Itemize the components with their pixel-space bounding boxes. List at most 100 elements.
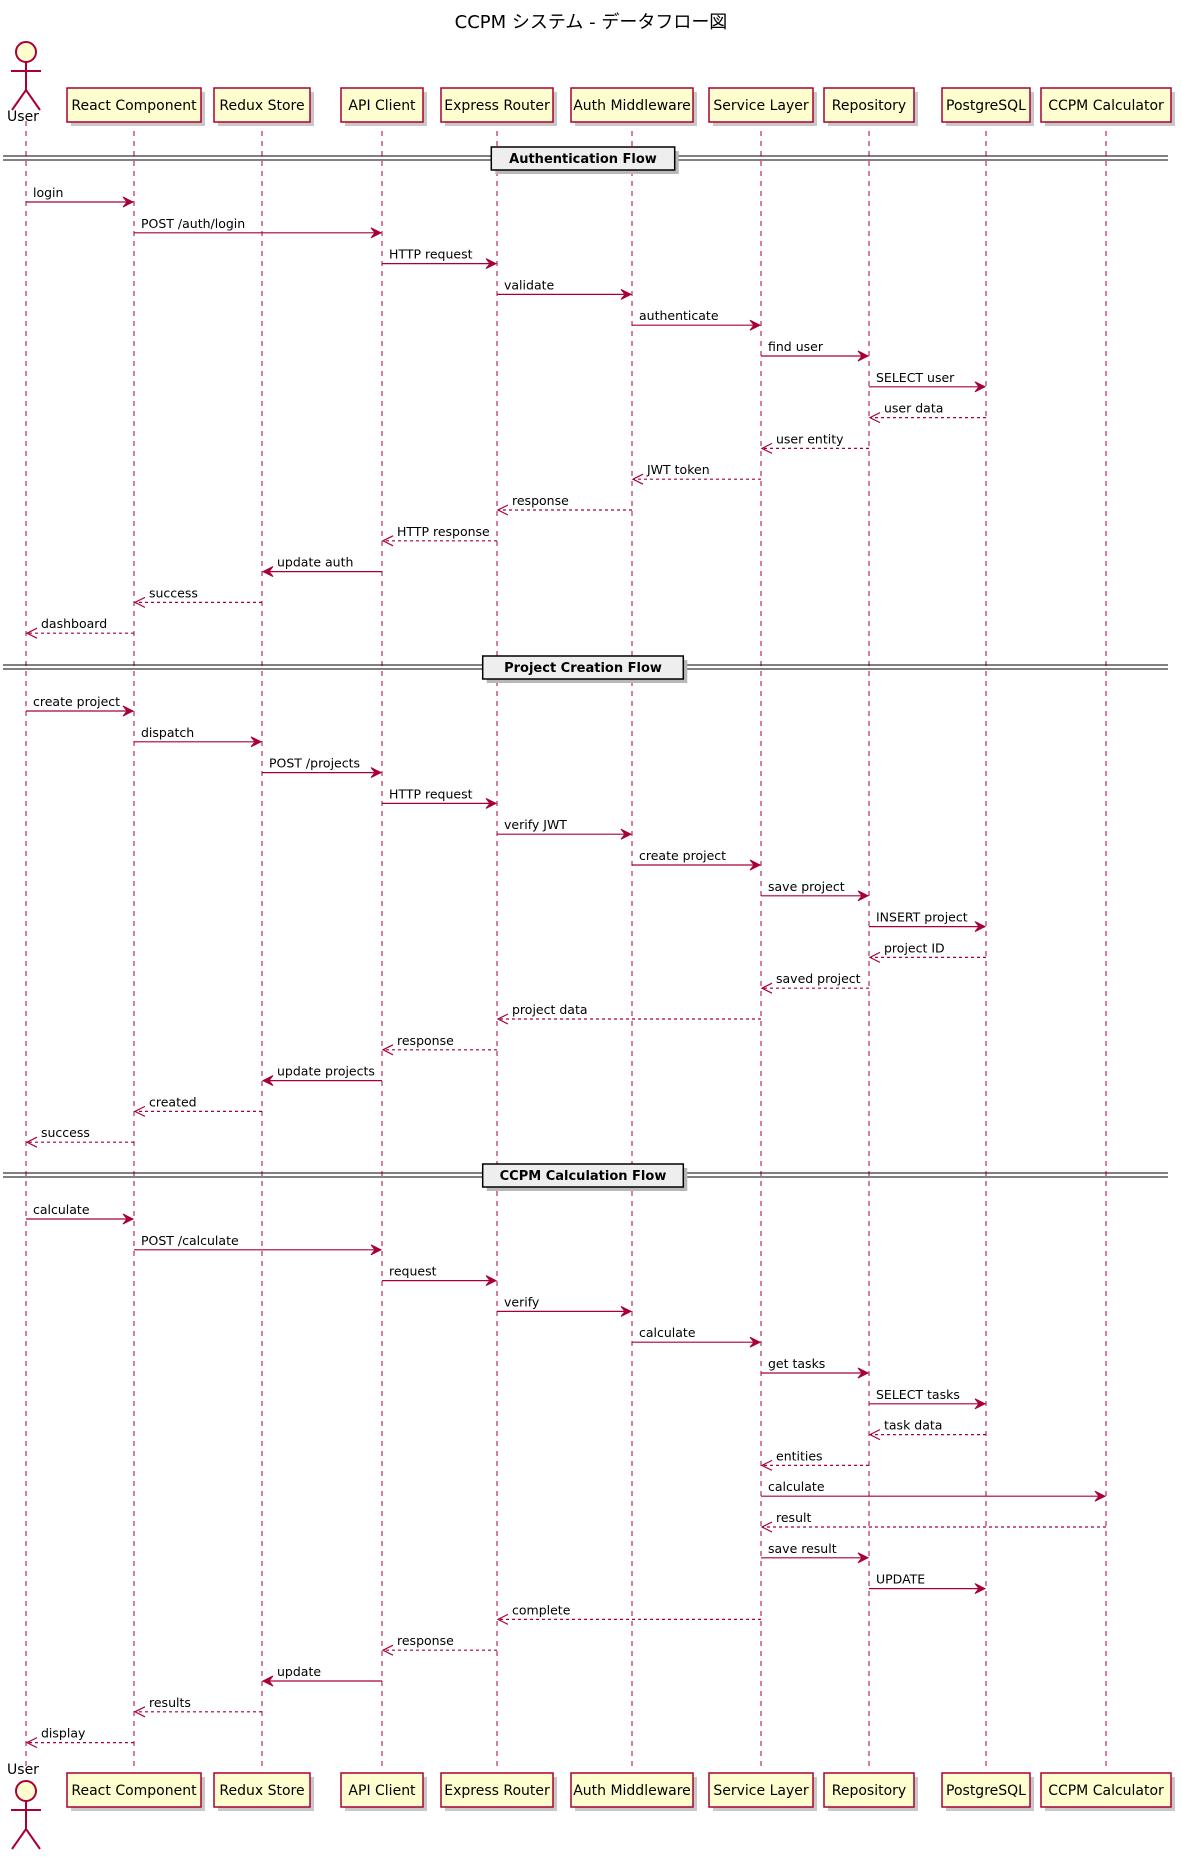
message-arrow: INSERT project [869, 910, 987, 933]
message-label: calculate [639, 1325, 696, 1340]
message-label: complete [512, 1602, 571, 1617]
message-arrow: dispatch [134, 725, 263, 748]
person-icon [11, 41, 41, 111]
participant-router-top: Express Router [440, 87, 557, 126]
message-label: calculate [768, 1479, 825, 1494]
message-label: login [33, 185, 63, 200]
actor-user: User [7, 1762, 41, 1850]
message-label: created [149, 1094, 197, 1109]
message-arrow: results [133, 1695, 262, 1718]
message-label: results [149, 1695, 191, 1710]
message-arrow: response [381, 1033, 497, 1056]
message-arrow: calculate [761, 1479, 1107, 1502]
message-label: POST /projects [269, 756, 360, 771]
participant-label: User [7, 109, 39, 125]
message-arrow: verify [497, 1294, 633, 1317]
message-arrow: find user [761, 339, 870, 362]
message-label: success [41, 1125, 90, 1140]
message-arrow: validate [497, 277, 633, 300]
message-arrow: dashboard [25, 616, 134, 639]
participants-top: User React Component Redux Store API Client… [7, 41, 1175, 126]
message-label: success [149, 585, 198, 600]
participant-service-top: Service Layer [708, 87, 817, 126]
participant-label: React Component [71, 1783, 197, 1799]
message-label: verify [504, 1294, 540, 1309]
message-arrow: task data [868, 1418, 986, 1441]
message-arrow: user entity [760, 431, 869, 454]
message-arrow: calculate [26, 1202, 135, 1225]
diagram-title: CCPM システム - データフロー図 [455, 12, 728, 33]
message-label: project ID [884, 940, 945, 955]
message-label: validate [504, 277, 554, 292]
participant-label: Service Layer [713, 98, 808, 114]
message-arrow: project ID [868, 940, 986, 963]
message-arrow: save result [761, 1541, 870, 1564]
message-arrow: complete [496, 1602, 761, 1625]
participant-react-bottom: React Component [66, 1772, 205, 1811]
message-label: HTTP request [389, 786, 473, 801]
participant-react-top: React Component [66, 87, 205, 126]
message-arrow: SELECT tasks [869, 1387, 987, 1410]
participant-label: Service Layer [713, 1783, 808, 1799]
message-label: create project [639, 848, 726, 863]
message-label: entities [776, 1448, 823, 1463]
message-label: SELECT tasks [876, 1387, 960, 1402]
message-label: calculate [33, 1202, 90, 1217]
message-arrow: created [133, 1094, 262, 1117]
message-arrow: login [26, 185, 135, 208]
message-arrow: SELECT user [869, 370, 987, 393]
message-label: update projects [277, 1064, 375, 1079]
message-label: response [397, 1633, 454, 1648]
participant-label: Redux Store [219, 98, 304, 114]
message-arrow: HTTP response [381, 524, 497, 547]
section-divider: CCPM Calculation Flow [3, 1163, 1168, 1191]
message-label: UPDATE [876, 1572, 925, 1587]
participant-label: Auth Middleware [573, 1783, 691, 1799]
message-label: response [512, 493, 569, 508]
participant-label: CCPM Calculator [1048, 1783, 1164, 1799]
participant-auth-top: Auth Middleware [570, 87, 697, 126]
person-icon [11, 1780, 41, 1850]
message-arrow: display [25, 1726, 134, 1749]
message-label: SELECT user [876, 370, 955, 385]
message-label: user data [884, 401, 943, 416]
message-label: update auth [277, 555, 353, 570]
message-arrow: calculate [632, 1325, 762, 1348]
message-arrow: entities [760, 1448, 869, 1471]
message-arrow: response [496, 493, 632, 516]
message-label: dispatch [141, 725, 194, 740]
message-label: save result [768, 1541, 837, 1556]
message-label: project data [512, 1002, 588, 1017]
message-arrow: update [261, 1664, 382, 1687]
participant-label: API Client [348, 1783, 416, 1799]
message-arrow: success [133, 585, 262, 608]
message-label: saved project [776, 971, 861, 986]
participant-pg-bottom: PostgreSQL [941, 1772, 1034, 1811]
participant-api-top: API Client [340, 87, 427, 126]
message-arrow: verify JWT [497, 817, 633, 840]
message-arrow: request [382, 1264, 498, 1287]
participant-label: Repository [832, 98, 906, 114]
message-label: JWT token [646, 462, 710, 477]
message-label: create project [33, 694, 120, 709]
participant-label: Auth Middleware [573, 98, 691, 114]
message-arrow: save project [761, 879, 870, 902]
lifelines [25, 121, 1107, 1768]
message-label: request [389, 1264, 437, 1279]
section-divider: Project Creation Flow [3, 655, 1168, 683]
message-arrow: update auth [261, 555, 382, 578]
message-label: update [277, 1664, 321, 1679]
message-label: POST /auth/login [141, 216, 245, 231]
section-label: CCPM Calculation Flow [500, 1169, 667, 1184]
participant-label: React Component [71, 98, 197, 114]
message-arrow: authenticate [632, 308, 762, 331]
participant-redux-top: Redux Store [213, 87, 314, 126]
message-arrow: UPDATE [869, 1572, 987, 1595]
participant-calc-bottom: CCPM Calculator [1040, 1772, 1175, 1811]
participant-auth-bottom: Auth Middleware [570, 1772, 697, 1811]
actor-user: User [7, 41, 41, 125]
message-arrow: POST /calculate [134, 1233, 383, 1256]
